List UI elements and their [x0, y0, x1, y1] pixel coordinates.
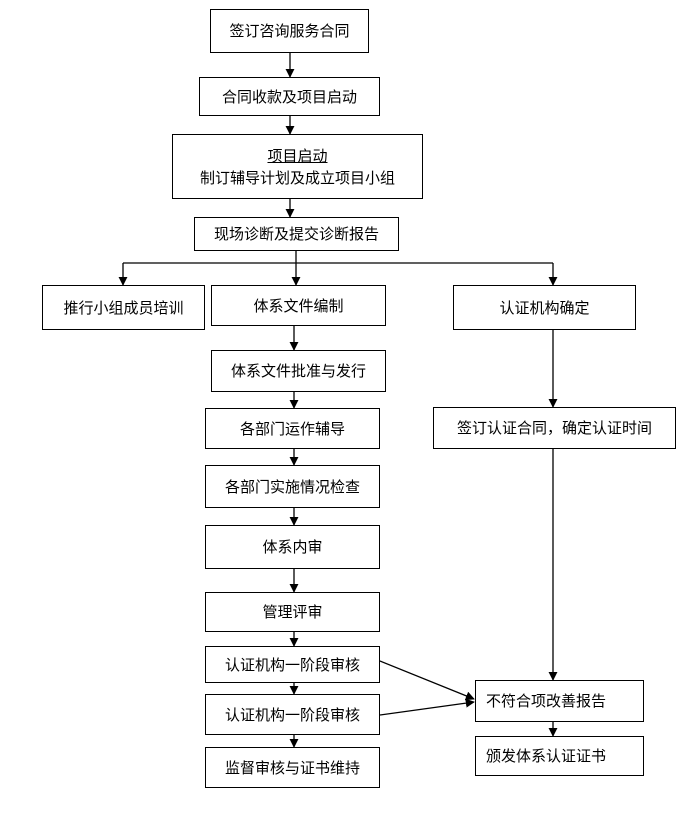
step-system-doc-preparation: 体系文件编制: [211, 285, 386, 326]
step-label: 管理评审: [262, 603, 323, 621]
step-nonconformity-report: 不符合项改善报告: [475, 680, 644, 722]
step-stage1-audit-a: 认证机构一阶段审核: [205, 646, 380, 683]
step-department-coaching: 各部门运作辅导: [205, 408, 380, 449]
step-label: 各部门运作辅导: [239, 419, 345, 438]
step-label: 各部门实施情况检查: [224, 477, 360, 496]
step-label: 推行小组成员培训: [63, 298, 184, 317]
step-surveillance-audit: 监督审核与证书维持: [205, 747, 380, 788]
step-stage1-audit-b: 认证机构一阶段审核: [205, 694, 380, 735]
step-implementation-check: 各部门实施情况检查: [205, 465, 380, 508]
step-label: 体系内审: [262, 538, 323, 556]
step-doc-approval-release: 体系文件批准与发行: [211, 350, 386, 392]
step-payment-and-project-start: 合同收款及项目启动: [199, 77, 380, 116]
step-label: 体系文件编制: [253, 296, 344, 315]
arrow-stage1b-to-nonconformity: [379, 698, 475, 716]
step-management-review: 管理评审: [205, 592, 380, 632]
step-cert-contract: 签订认证合同，确定认证时间: [433, 407, 676, 449]
step-label: 签订认证合同，确定认证时间: [456, 419, 652, 437]
step-sign-consulting-contract: 签订咨询服务合同: [210, 9, 369, 53]
step-title: 项目启动: [267, 146, 328, 165]
step-issue-certificate: 颁发体系认证证书: [475, 736, 644, 776]
step-onsite-diagnosis: 现场诊断及提交诊断报告: [194, 217, 399, 251]
step-project-kickoff: 项目启动 制订辅导计划及成立项目小组: [172, 134, 423, 199]
step-label: 现场诊断及提交诊断报告: [213, 225, 379, 243]
step-label: 认证机构确定: [499, 298, 590, 317]
step-label: 监督审核与证书维持: [224, 758, 360, 777]
step-label: 不符合项改善报告: [486, 692, 607, 710]
step-label: 签订咨询服务合同: [229, 22, 350, 40]
step-internal-audit: 体系内审: [205, 525, 380, 569]
arrow-stage1a-to-nonconformity: [379, 660, 475, 701]
step-label: 认证机构一阶段审核: [224, 655, 360, 674]
step-team-training: 推行小组成员培训: [42, 285, 205, 330]
step-label: 认证机构一阶段审核: [224, 705, 360, 724]
step-label: 体系文件批准与发行: [230, 362, 366, 380]
step-cert-body-selection: 认证机构确定: [453, 285, 636, 330]
step-detail: 制订辅导计划及成立项目小组: [199, 168, 395, 187]
step-label: 颁发体系认证证书: [486, 747, 607, 765]
step-label: 合同收款及项目启动: [221, 87, 357, 106]
